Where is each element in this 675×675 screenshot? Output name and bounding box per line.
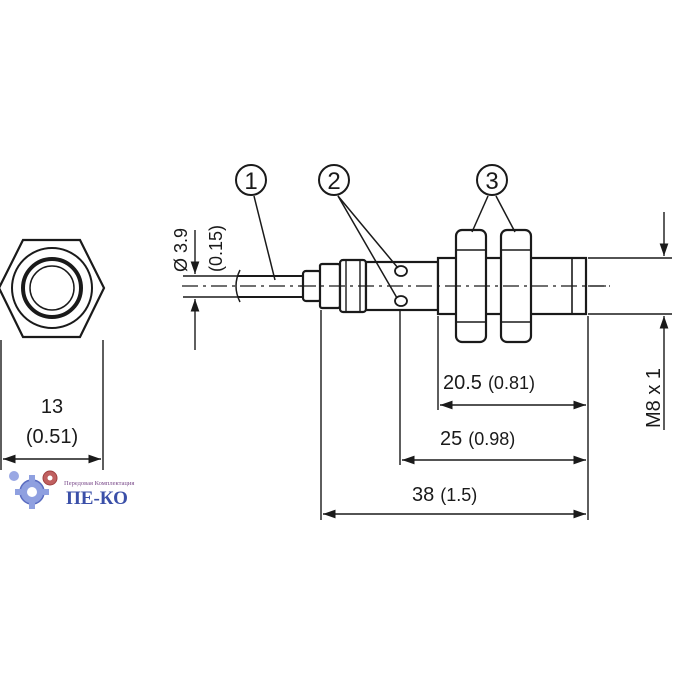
hex-outer-circle <box>11 247 93 329</box>
logo-name: ПЕ-КО <box>66 488 128 509</box>
thread-diameter-dimension <box>588 212 672 430</box>
small-gear-icon-2 <box>9 471 19 481</box>
hex-nut-end-view <box>0 238 106 339</box>
led-indicators <box>394 265 408 307</box>
logo-tagline: Передовая Комплектация <box>64 480 134 487</box>
thread-length-value: 20.5(0.81) <box>443 372 535 394</box>
length-extension-lines <box>320 310 589 520</box>
cable-diameter-value: Ø 3.9 <box>171 228 191 272</box>
hex-width-dimension <box>0 340 104 470</box>
gear-icon <box>15 475 49 509</box>
callout-2: 2 <box>318 164 399 299</box>
small-gear-icon <box>42 470 58 486</box>
hex-width-imperial: (0.51) <box>26 426 78 448</box>
cable-diameter-imperial: (0.15) <box>206 225 226 272</box>
company-logo: Передовая Комплектация ПЕ-КО <box>9 470 134 509</box>
hex-outline <box>0 238 106 339</box>
callout-2-label: 2 <box>327 168 340 195</box>
cable-diameter-dimension <box>183 230 238 350</box>
cable <box>235 269 305 303</box>
hex-bore-inner <box>29 265 75 311</box>
led-bottom <box>394 295 408 307</box>
led-top <box>394 265 408 277</box>
hex-width-value: 13 <box>41 396 63 418</box>
body-length-value: 25(0.98) <box>440 428 515 450</box>
hex-bore-ring <box>21 257 83 319</box>
total-length-value: 38(1.5) <box>412 484 477 506</box>
thread-size-label: M8 x 1 <box>643 368 665 428</box>
callout-1: 1 <box>235 164 276 281</box>
callout-3: 3 <box>471 164 516 233</box>
callout-3-label: 3 <box>485 168 498 195</box>
callout-1-label: 1 <box>244 168 257 195</box>
